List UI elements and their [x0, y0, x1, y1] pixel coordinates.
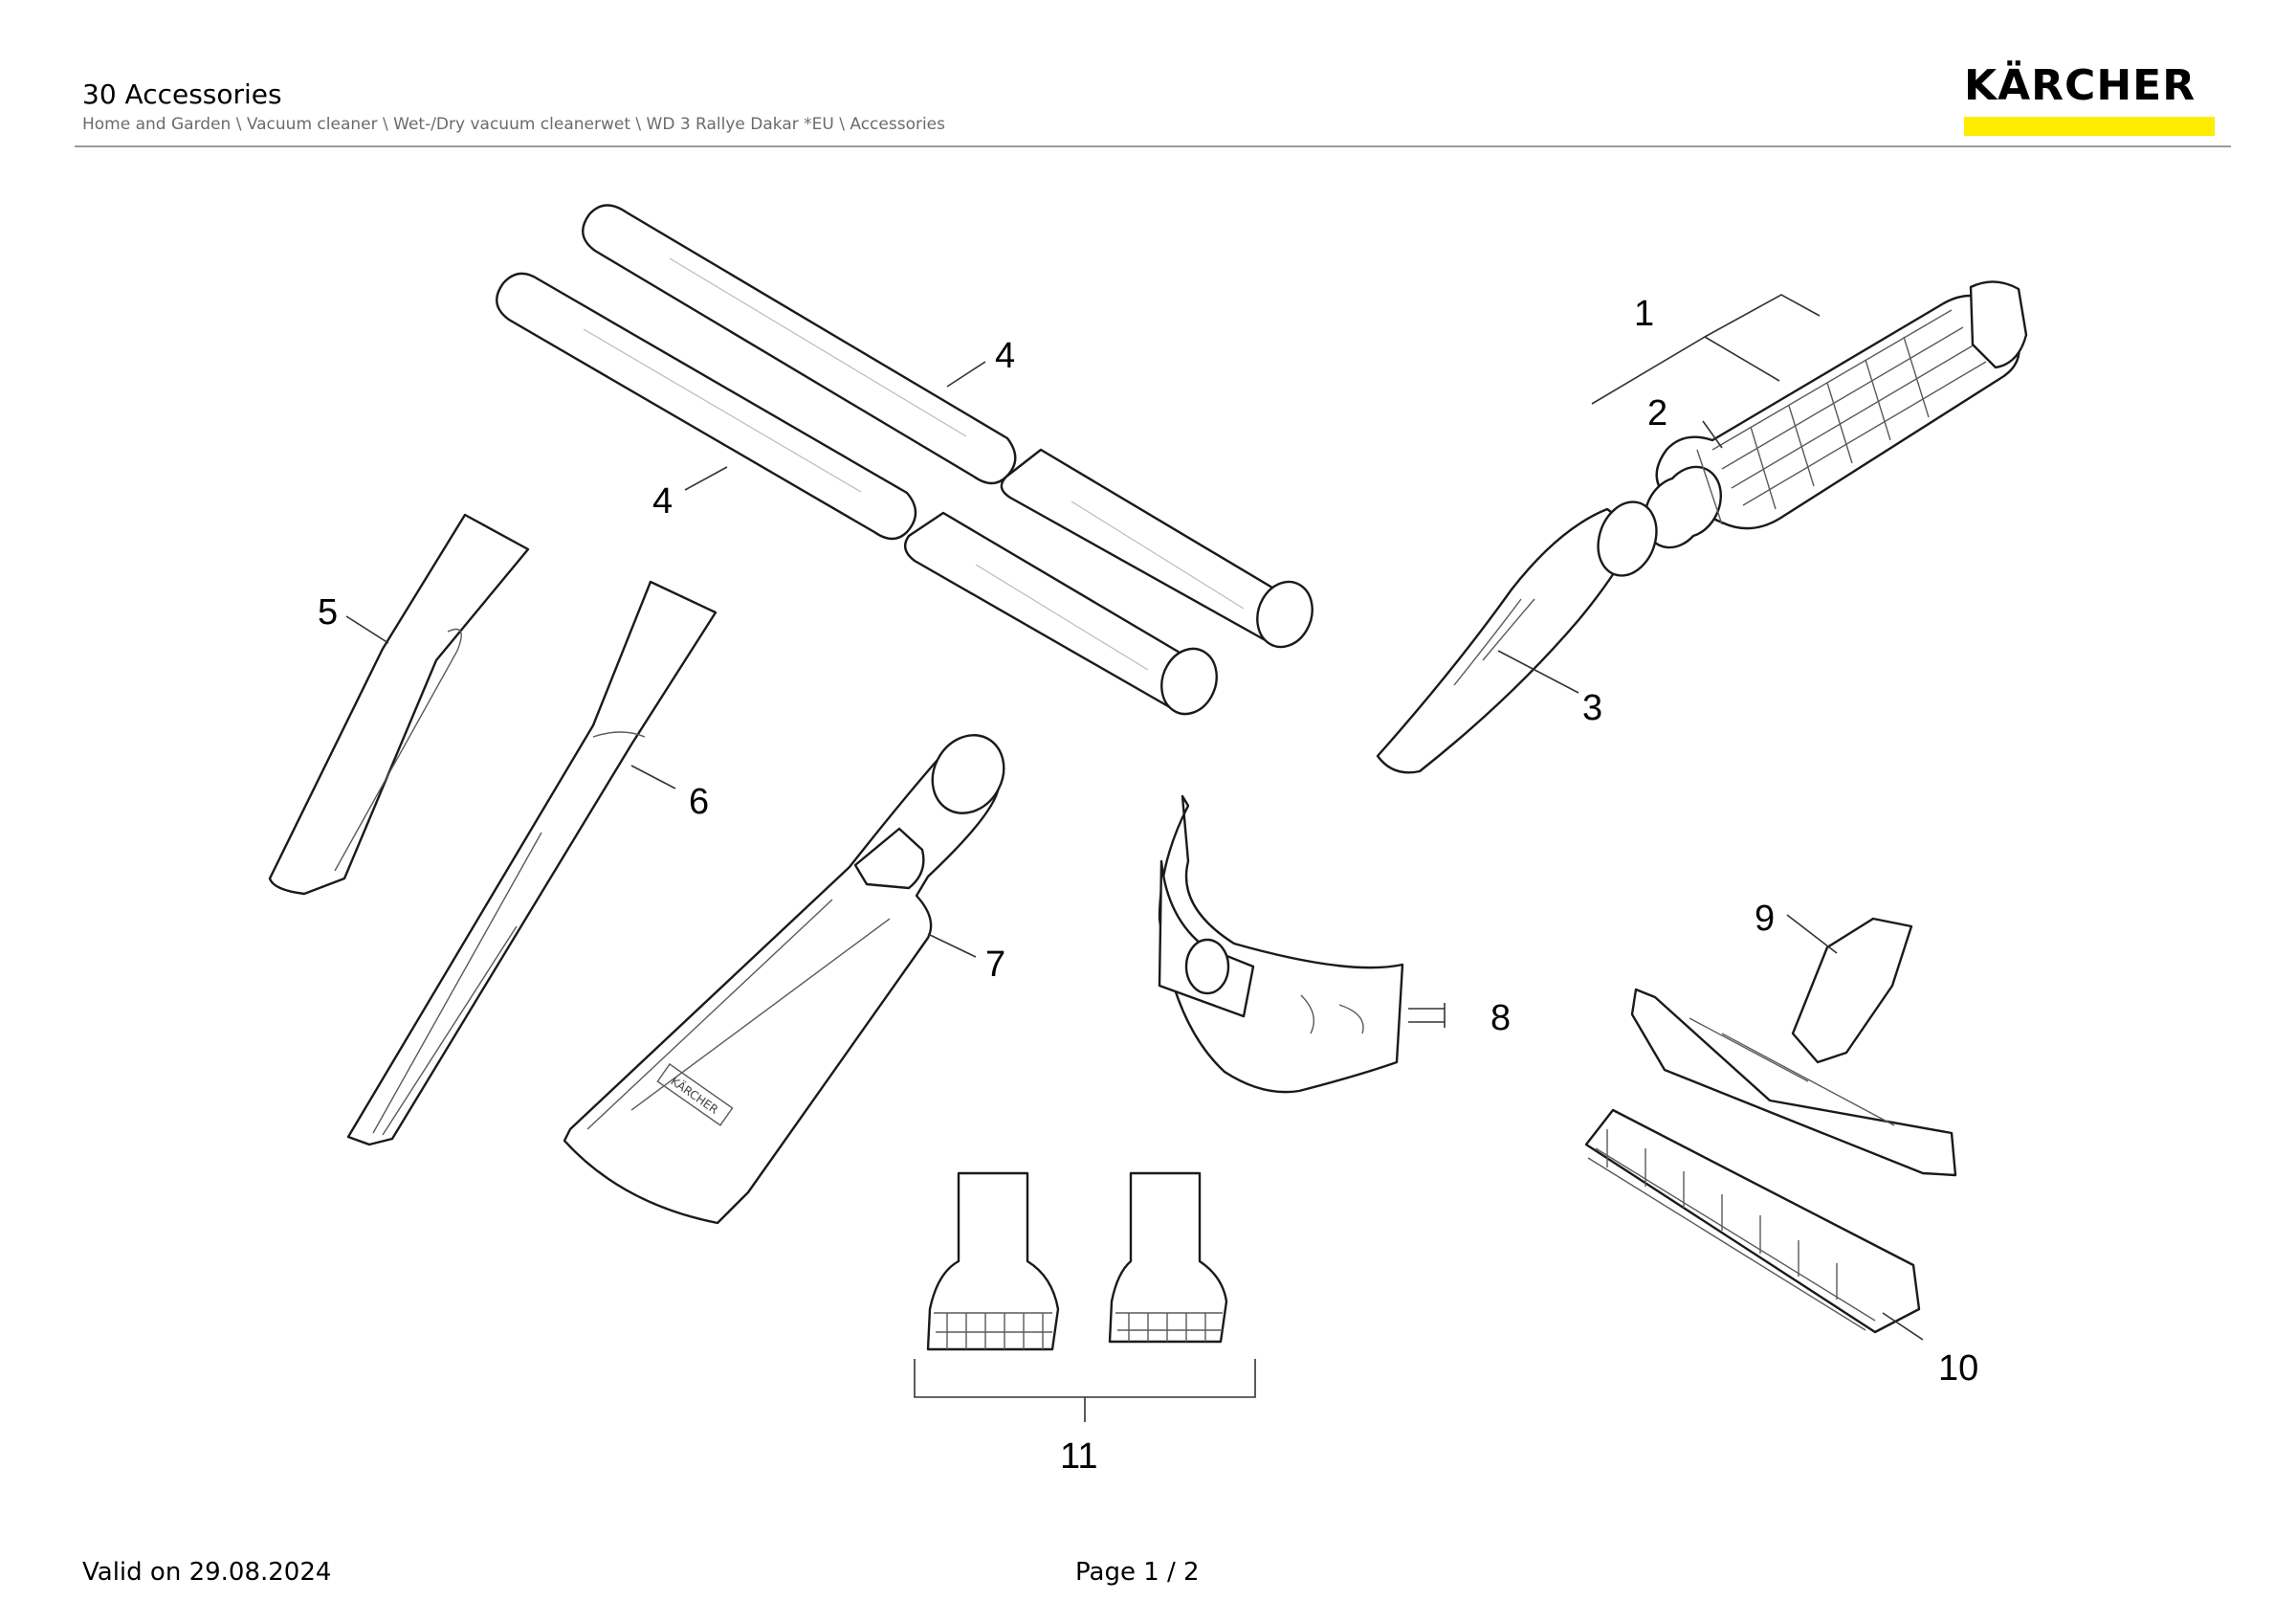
- page-title: 30 Accessories: [82, 78, 282, 110]
- callout-9: 9: [1755, 899, 1775, 939]
- leader-lines: [345, 294, 1924, 1422]
- callout-labels: 1 2 3 4 4 5 6 7 8 9 10 11: [318, 294, 1978, 1477]
- callout-7: 7: [985, 945, 1005, 985]
- callout-2: 2: [1647, 393, 1667, 434]
- callout-5: 5: [318, 592, 338, 633]
- floor-nozzle: [1630, 917, 1957, 1177]
- suction-hose: [1644, 280, 2028, 549]
- header-divider: [75, 145, 2231, 147]
- callout-3: 3: [1582, 688, 1602, 728]
- extension-tube-upper-right: [1000, 448, 1314, 649]
- dusting-brush-right: [1108, 1171, 1228, 1344]
- crevice-nozzle-long: [346, 580, 718, 1146]
- callout-11: 11: [1060, 1436, 1097, 1477]
- extension-tube-upper-left: [582, 204, 1017, 485]
- callout-4-upper: 4: [995, 336, 1015, 376]
- upholstery-nozzle: KÄRCHER: [563, 734, 1005, 1225]
- brush-insert: [1584, 1108, 1921, 1334]
- extension-tube-lower-left: [496, 272, 917, 541]
- page-number: Page 1 / 2: [1075, 1558, 1200, 1587]
- karcher-logo: KÄRCHER: [1964, 63, 2215, 136]
- callout-6: 6: [689, 782, 709, 822]
- hose-handle: [1376, 500, 1658, 774]
- logo-yellow-bar: [1964, 117, 2215, 136]
- callout-8: 8: [1490, 998, 1511, 1038]
- extension-tube-lower-right: [903, 511, 1218, 716]
- callout-1: 1: [1634, 294, 1654, 334]
- dusting-brush-left: [926, 1171, 1060, 1351]
- logo-wordmark: KÄRCHER: [1964, 61, 2197, 110]
- crevice-nozzle-short: [268, 513, 530, 896]
- valid-date: Valid on 29.08.2024: [82, 1558, 332, 1587]
- callout-4-lower: 4: [652, 481, 673, 522]
- filter-bag: [1158, 794, 1404, 1094]
- callout-10: 10: [1938, 1348, 1978, 1389]
- breadcrumb: Home and Garden \ Vacuum cleaner \ Wet-/…: [82, 115, 945, 134]
